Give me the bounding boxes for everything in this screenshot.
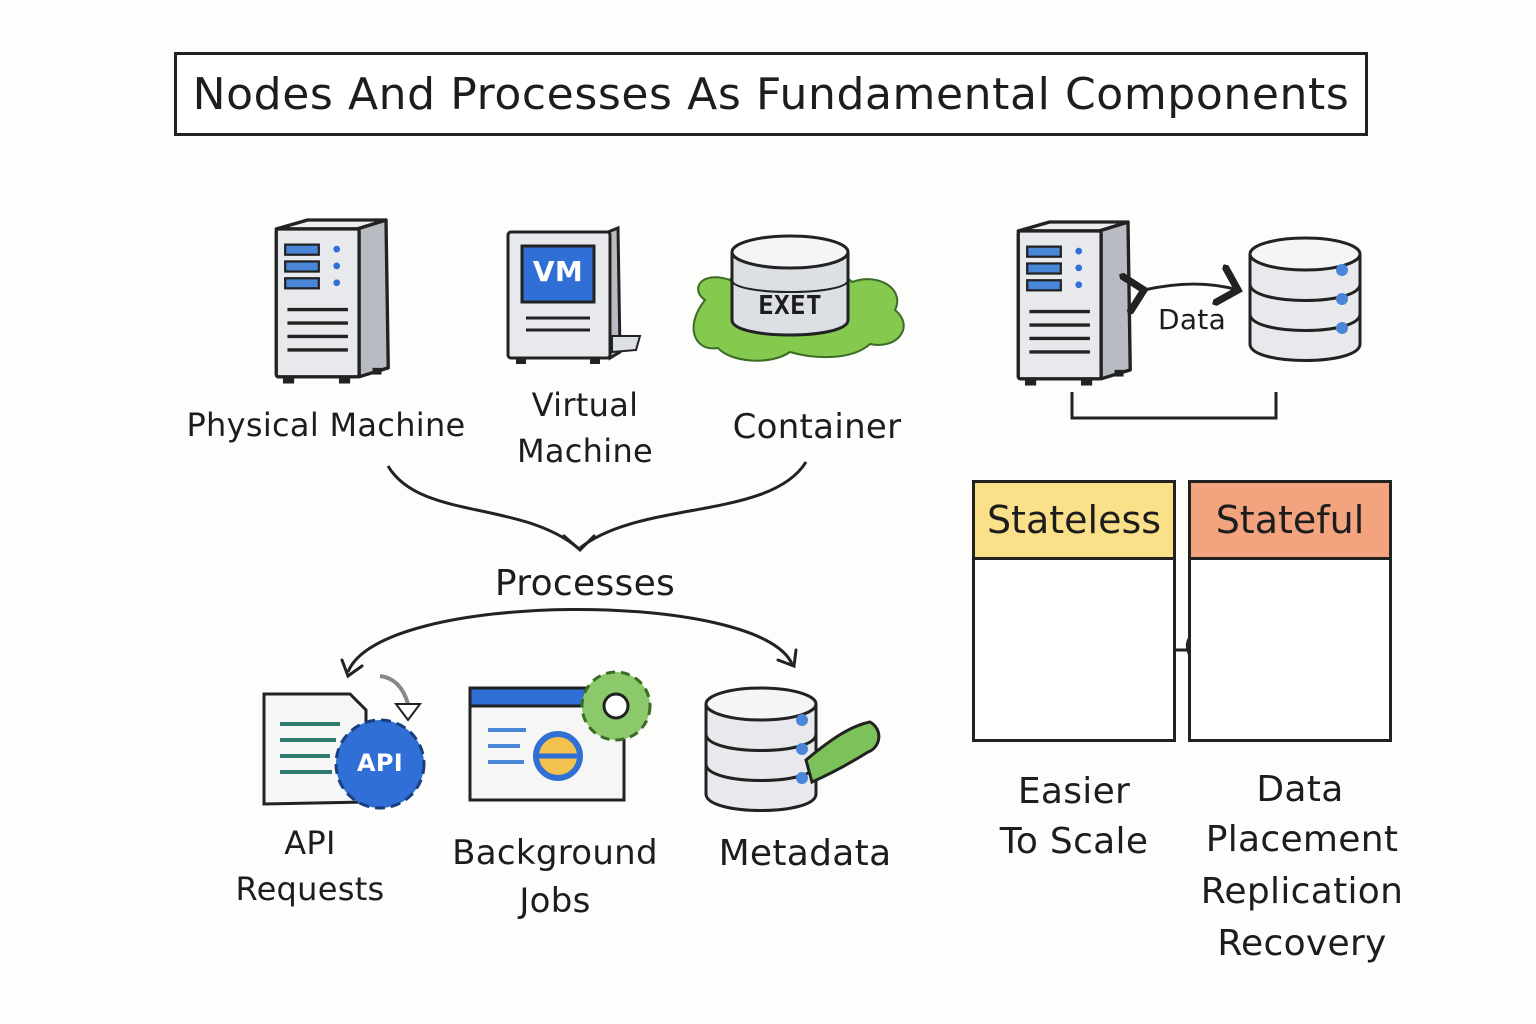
merge-arrow-right <box>579 461 808 550</box>
container-icon <box>692 234 905 362</box>
physical-machine-label: Physical Machine <box>186 406 466 444</box>
background-jobs-label-line1: Background <box>452 833 658 873</box>
background-jobs-label-line2: Jobs <box>519 881 591 921</box>
api-badge: API <box>357 749 403 777</box>
metadata-label: Metadata <box>718 833 892 874</box>
stateful-note-line1: Data <box>1256 769 1344 810</box>
stateful-note-line4: Recovery <box>1217 923 1387 964</box>
api-requests-label-line2: Requests <box>235 870 385 908</box>
stateless-note-line2: To Scale <box>999 821 1149 862</box>
stateful-note-line3: Replication <box>1200 871 1404 912</box>
container-label: Container <box>732 407 902 447</box>
processes-heading: Processes <box>494 563 676 604</box>
virtual-machine-label-line1: Virtual <box>531 386 639 424</box>
process-arc-arrow <box>346 608 794 673</box>
virtual-machine-label-line2: Machine <box>516 432 654 470</box>
bracket <box>1070 392 1278 420</box>
data-flow-arrow <box>1144 284 1238 290</box>
container-badge: EXET <box>758 291 822 321</box>
data-server-icon <box>1016 220 1132 388</box>
database-icon <box>1248 236 1362 362</box>
merge-arrow-left <box>386 465 579 550</box>
stateless-header: Stateless <box>975 483 1173 560</box>
server-icon <box>274 218 390 386</box>
stateless-panel: Stateless <box>972 480 1176 742</box>
cycle-arrow-icon <box>379 674 422 722</box>
metadata-database-icon <box>704 686 818 812</box>
api-gear-icon <box>334 718 426 810</box>
data-flow-label: Data <box>1157 303 1227 336</box>
stateless-note-line1: Easier <box>1017 771 1131 812</box>
api-requests-label-line1: API <box>284 824 336 862</box>
stateful-note-line2: Placement <box>1205 819 1399 860</box>
page-title: Nodes And Processes As Fundamental Compo… <box>192 68 1350 120</box>
gear-icon <box>580 670 652 742</box>
title-box: Nodes And Processes As Fundamental Compo… <box>174 52 1368 136</box>
stateful-header: Stateful <box>1191 483 1389 560</box>
vm-badge: VM <box>532 255 584 288</box>
stateful-panel: Stateful <box>1188 480 1392 742</box>
tag-icon <box>804 720 881 785</box>
vm-icon <box>506 225 642 364</box>
